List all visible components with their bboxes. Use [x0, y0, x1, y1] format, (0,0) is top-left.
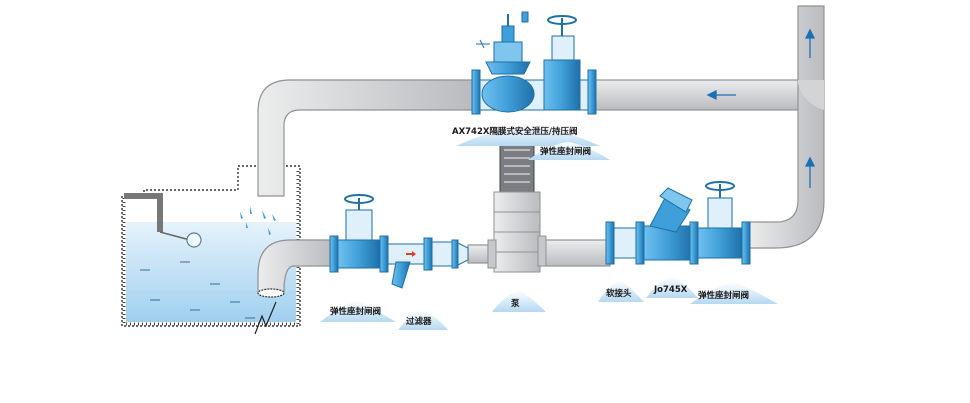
label-badge-pump: 泵 [492, 290, 546, 312]
label-badge-soft-joint: 软接头 [598, 280, 644, 302]
gate-valve-right [697, 181, 751, 265]
label-safety-valve: AX742X隔膜式安全泄压/持压阀 [452, 126, 578, 137]
label-badge-gate-valve-top: 弹性座封闸阀 [528, 142, 610, 160]
label-gate-valve-right: 弹性座封闸阀 [698, 290, 749, 301]
label-gate-valve-top: 弹性座封闸阀 [540, 146, 591, 157]
label-badge-safety-valve: AX742X隔膜式安全泄压/持压阀 [452, 124, 600, 146]
gate-valve-left [329, 194, 389, 273]
inlet-arrow-icon [254, 301, 277, 335]
float-ball-icon [186, 232, 202, 248]
check-valve-jo745x [643, 187, 699, 265]
flow-arrow-icon [804, 156, 816, 188]
flow-arrow-icon [706, 89, 736, 101]
label-badge-filter: 过滤器 [398, 310, 448, 330]
label-pump: 泵 [511, 298, 520, 309]
label-gate-valve-left: 弹性座封闸阀 [330, 306, 381, 317]
label-soft-joint: 软接头 [606, 288, 632, 299]
flow-arrow-icon [804, 28, 816, 58]
y-strainer-filter [387, 237, 433, 289]
water-splash-icon [240, 206, 276, 235]
float-valve-pipe [124, 193, 163, 232]
safety-relief-valve [471, 11, 597, 115]
reducer-joint-left [431, 239, 469, 269]
label-badge-gate-valve-left: 弹性座封闸阀 [320, 300, 396, 322]
label-badge-check-valve: Jo745X [646, 276, 698, 298]
soft-joint-connector [605, 221, 645, 265]
pipeline [257, 5, 825, 298]
pump [487, 141, 547, 273]
label-badge-gate-valve-right: 弹性座封闸阀 [690, 282, 778, 304]
label-check-valve: Jo745X [653, 285, 688, 295]
label-filter: 过滤器 [406, 316, 432, 327]
